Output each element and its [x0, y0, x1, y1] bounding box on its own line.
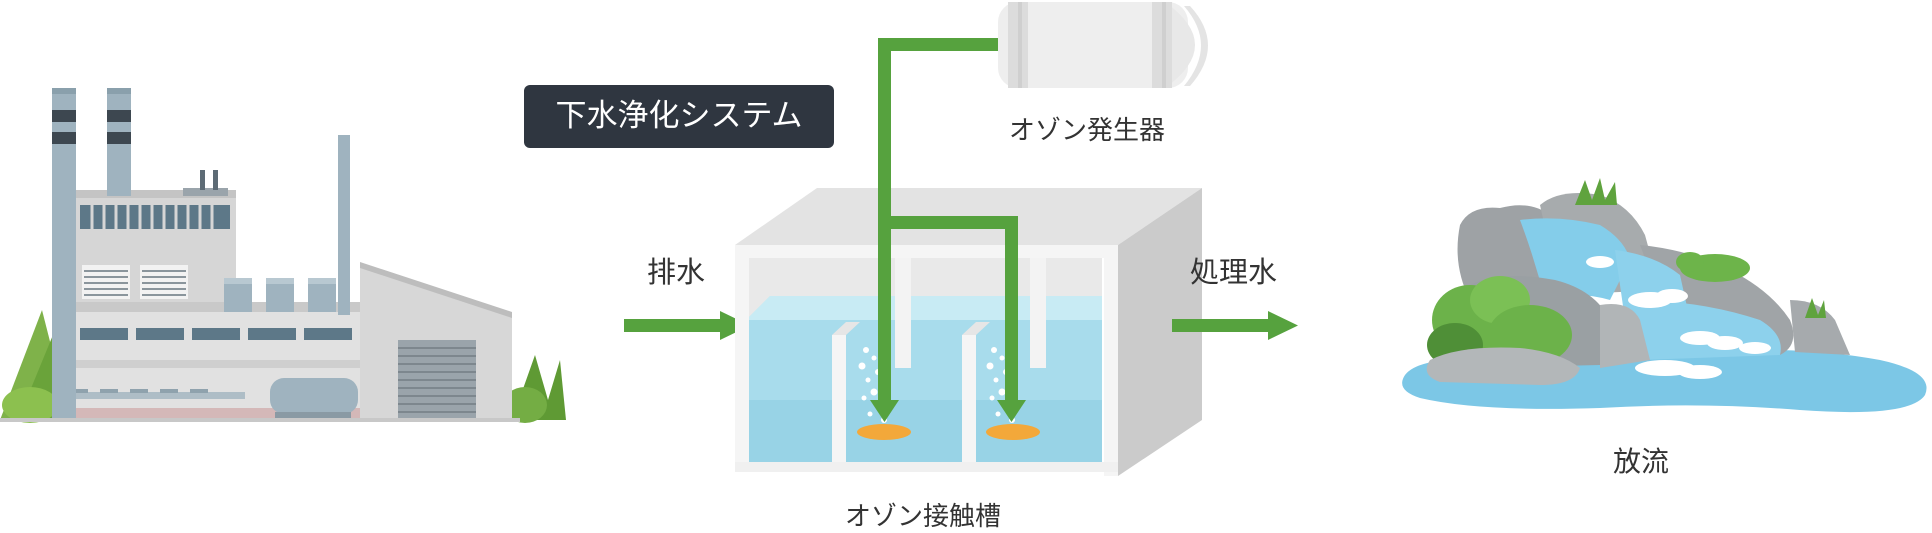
- ozone-tank-label: オゾン接触槽: [845, 502, 1002, 532]
- waterfall-icon: [1402, 178, 1927, 413]
- page-title: 下水浄化システム: [524, 85, 834, 148]
- treated-water-arrow: [1172, 311, 1298, 340]
- ozone-generator-label: オゾン発生器: [1009, 116, 1166, 146]
- drainage-arrow: [624, 311, 750, 340]
- discharge-label: 放流: [1613, 445, 1670, 478]
- treated-water-label: 処理水: [1190, 255, 1278, 289]
- drainage-label: 排水: [647, 255, 706, 289]
- ozone-tank-icon: [735, 188, 1202, 476]
- ozone-generator-icon: [998, 2, 1208, 88]
- factory-icon: [0, 88, 566, 423]
